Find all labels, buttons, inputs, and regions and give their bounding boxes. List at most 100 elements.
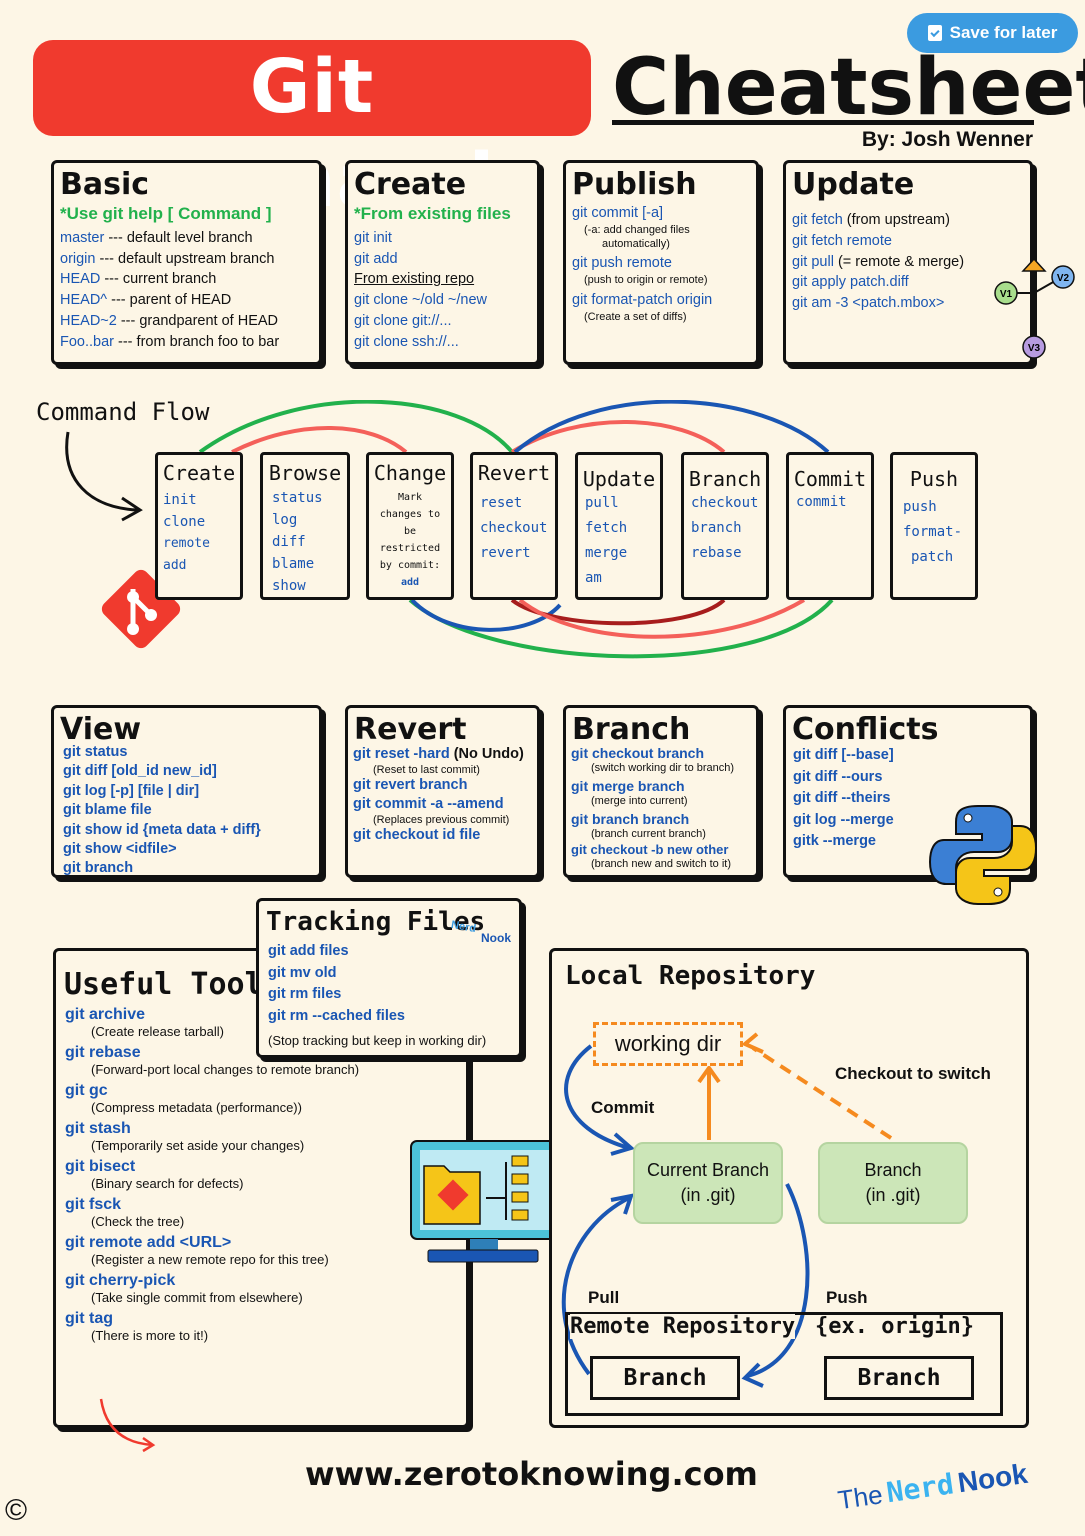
revert-heading: Revert xyxy=(354,712,467,747)
basic-card: Basic *Use git help [ Command ] master -… xyxy=(51,160,322,365)
remote-branch-1: Branch xyxy=(590,1356,740,1400)
flow-box-branch: Branch checkout branch rebase xyxy=(681,452,769,600)
remote-example: {ex. origin} xyxy=(815,1314,974,1339)
title-underline xyxy=(612,120,1034,125)
save-for-later-label: Save for later xyxy=(949,23,1058,42)
flow-box-title: Commit xyxy=(793,467,867,491)
create-heading: Create xyxy=(354,167,467,202)
flow-box-title: Push xyxy=(909,467,959,491)
basic-row: Foo..bar --- from branch foo to bar xyxy=(60,333,280,350)
tool-cmd: git stash xyxy=(65,1120,131,1137)
flow-box-title: Change xyxy=(373,461,447,485)
basic-heading: Basic xyxy=(60,167,150,202)
checkout-label: Checkout to switch xyxy=(835,1064,991,1083)
brand-nook: Nook xyxy=(955,1457,1030,1499)
branch-node-label: Branch xyxy=(864,1160,922,1180)
tool-note: (Temporarily set aside your changes) xyxy=(91,1138,305,1153)
flow-item: format- xyxy=(903,524,963,540)
revert-note: (Replaces previous commit) xyxy=(373,814,510,826)
local-repository-heading: Local Repository xyxy=(565,961,816,991)
tool-note: (There is more to it!) xyxy=(91,1328,209,1343)
conflicts-cmd: git diff --ours xyxy=(793,768,883,785)
tool-cmd: git tag xyxy=(65,1310,113,1327)
view-card: View git status git diff [old_id new_id]… xyxy=(51,705,322,878)
conflicts-cmd: gitk --merge xyxy=(793,833,876,850)
publish-cmd: git push remote xyxy=(572,255,672,271)
revert-cmd: git revert branch xyxy=(353,777,468,793)
revert-card: Revert git reset -hard (No Undo) (Reset … xyxy=(345,705,540,878)
title-cheatsheet: Cheatsheet xyxy=(612,43,1085,133)
flow-item: patch xyxy=(911,549,954,565)
basic-note: *Use git help [ Command ] xyxy=(60,204,272,223)
flow-box-create: Create init clone remote add xyxy=(155,452,243,600)
flow-box-title: Update xyxy=(582,467,656,491)
command-flow-label: Command Flow xyxy=(36,398,210,426)
push-label: Push xyxy=(826,1288,868,1307)
view-cmd: git show <idfile> xyxy=(63,841,177,858)
view-cmd: git diff [old_id new_id] xyxy=(63,763,217,780)
current-branch-sub: (in .git) xyxy=(680,1185,736,1205)
branch-note: (merge into current) xyxy=(591,795,688,807)
footer-url[interactable]: www.zerotoknowing.com xyxy=(305,1455,758,1493)
view-cmd: git blame file xyxy=(63,802,152,819)
version-v1: V1 xyxy=(1000,289,1013,300)
flow-item: add xyxy=(400,577,420,588)
flow-item: am xyxy=(585,570,602,586)
flow-item: revert xyxy=(480,545,531,561)
conflicts-cmd: git diff --theirs xyxy=(793,790,891,807)
update-heading: Update xyxy=(792,167,915,202)
tool-cmd: git bisect xyxy=(65,1158,136,1175)
version-v3: V3 xyxy=(1028,343,1041,354)
flow-item: merge xyxy=(585,545,628,561)
basic-row: HEAD --- current branch xyxy=(60,271,217,288)
flow-box-update: Update pull fetch merge am xyxy=(575,452,663,600)
red-arrow-icon xyxy=(99,1398,156,1453)
flow-item: diff xyxy=(272,534,306,550)
tool-note: (Binary search for defects) xyxy=(91,1176,244,1191)
tool-cmd: git gc xyxy=(65,1082,108,1099)
python-logo-icon xyxy=(928,805,1038,905)
branch-heading: Branch xyxy=(572,712,691,747)
publish-heading: Publish xyxy=(572,167,697,202)
flow-note: be xyxy=(403,526,417,537)
tool-note: (Register a new remote repo for this tre… xyxy=(91,1252,329,1267)
tracking-note: (Stop tracking but keep in working dir) xyxy=(268,1033,487,1048)
tracking-cmd: git mv old xyxy=(268,964,337,981)
flow-box-browse: Browse status log diff blame show xyxy=(260,452,350,600)
version-v2: V2 xyxy=(1057,273,1070,284)
revert-cmd: git commit -a --amend xyxy=(353,796,504,812)
flow-note: Mark xyxy=(397,492,423,503)
branch-cmd: git checkout branch xyxy=(571,745,705,761)
current-branch-node: Current Branch (in .git) xyxy=(633,1142,783,1224)
computer-folder-icon xyxy=(410,1140,560,1263)
conflicts-cmd: git diff [--base] xyxy=(793,747,894,763)
copyright-icon: © xyxy=(5,1494,28,1527)
working-dir-node: working dir xyxy=(593,1022,743,1066)
tool-note: (Create release tarball) xyxy=(91,1024,224,1039)
remote-repository-box xyxy=(565,1312,1003,1416)
flow-item: branch xyxy=(691,520,742,536)
tracking-files-heading: Tracking Files xyxy=(266,907,486,937)
flow-item: push xyxy=(903,499,937,515)
current-branch-label: Current Branch xyxy=(646,1160,770,1180)
version-graph-icon: V1 V2 V3 xyxy=(994,257,1075,359)
commit-label: Commit xyxy=(591,1098,655,1117)
tracking-files-card: Tracking Files Nerd Nook git add files g… xyxy=(256,898,522,1058)
create-card: Create *From existing files git init git… xyxy=(345,160,540,365)
tool-cmd: git fsck xyxy=(65,1196,122,1213)
flow-item: checkout xyxy=(691,495,759,511)
revert-note: (Reset to last commit) xyxy=(373,764,480,776)
flow-box-revert: Revert reset checkout revert xyxy=(470,452,558,600)
save-for-later-button[interactable]: Save for later xyxy=(907,13,1078,53)
view-cmd: git show id {meta data + diff} xyxy=(63,821,261,838)
update-row: git fetch remote xyxy=(792,232,892,249)
tool-cmd: git remote add <URL> xyxy=(65,1234,232,1251)
publish-note: (-a: add changed files xyxy=(584,224,690,236)
branch-cmd: git branch branch xyxy=(571,811,690,827)
view-heading: View xyxy=(60,712,142,747)
tracking-cmd: git add files xyxy=(268,943,349,959)
flow-item: blame xyxy=(272,556,315,572)
flow-note: changes to xyxy=(379,509,441,520)
basic-row: origin --- default upstream branch xyxy=(60,250,275,267)
revert-cmd: git reset -hard (No Undo) xyxy=(353,746,524,762)
